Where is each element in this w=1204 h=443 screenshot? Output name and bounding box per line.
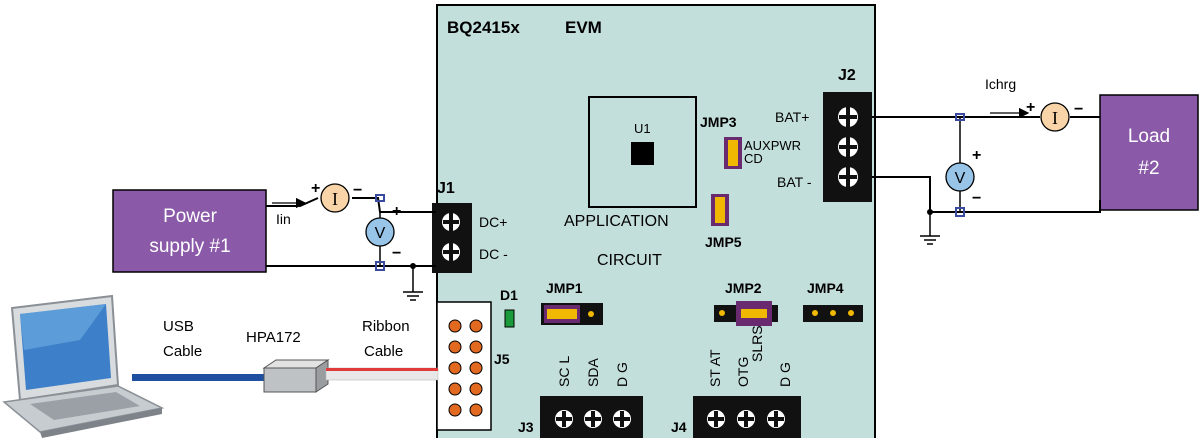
jmp2-label: JMP2: [725, 280, 762, 296]
jmp2-cap: [741, 309, 767, 318]
dc-plus-label: DC+: [479, 214, 507, 230]
hpa172-adapter: [262, 359, 330, 393]
ammeter-2-minus: −: [1074, 101, 1083, 118]
j4-pin-stat: ST AT: [707, 349, 723, 387]
voltmeter-2-plus: +: [972, 147, 981, 164]
ground-symbol-2: [920, 235, 940, 245]
j1-label: J1: [437, 180, 455, 197]
d1-led: [504, 309, 515, 328]
ammeter-2-symbol: I: [1052, 108, 1058, 128]
j4-label: J4: [671, 419, 687, 435]
probe-clip-2: [375, 194, 385, 202]
ribbon-label-2: Cable: [364, 343, 403, 360]
j4-screws: [707, 410, 785, 428]
probe-clip-4: [955, 207, 965, 217]
bat-minus-label: BAT -: [777, 174, 812, 190]
bat-minus-wire: [872, 176, 1101, 213]
load-line2: #2: [1138, 158, 1159, 179]
dc-plus-wire: [266, 197, 436, 213]
usb-label-1: USB: [163, 318, 194, 335]
j2-pin-3: [838, 167, 858, 187]
iin-label: Iin: [276, 211, 291, 227]
voltmeter-1-minus: −: [392, 245, 401, 262]
board-title: BQ2415x: [447, 18, 520, 37]
j2-pin-2: [838, 137, 858, 157]
dc-minus-label: DC -: [479, 246, 508, 262]
voltmeter-1-plus: +: [392, 203, 401, 220]
jmp4-label: JMP4: [807, 280, 844, 296]
j4-pin-dg: D G: [777, 362, 793, 387]
ammeter-2-plus: +: [1026, 99, 1035, 116]
hpa172-label: HPA172: [246, 329, 301, 346]
j3-pin-sda: SDA: [585, 358, 601, 387]
probe-clip-1: [375, 261, 385, 271]
bat-plus-label: BAT+: [775, 109, 809, 125]
evm-board: [436, 4, 876, 443]
usb-cable: [132, 374, 272, 381]
voltmeter-1: [365, 217, 395, 247]
application-label: APPLICATION: [564, 213, 669, 230]
u1-chip: [631, 142, 654, 165]
j3-label: J3: [518, 419, 534, 435]
ichrg-label: Ichrg: [985, 76, 1016, 92]
cd-label: CD: [744, 151, 763, 166]
j5-header: [436, 301, 492, 431]
probe-clip-3: [955, 113, 965, 121]
u1-label: U1: [634, 121, 651, 136]
ammeter-1-symbol: I: [332, 189, 338, 209]
j1-pin-2: [442, 243, 460, 261]
d1-label: D1: [500, 287, 518, 303]
ammeter-1: [320, 183, 350, 213]
ammeter-1-minus: −: [353, 182, 362, 199]
voltmeter-2-symbol: V: [955, 170, 966, 187]
load-box: [1099, 94, 1199, 211]
j5-label: J5: [494, 351, 510, 367]
j3-pin-scl: SC L: [556, 356, 572, 387]
power-supply-line2: supply #1: [149, 236, 230, 257]
j4-pin-slrs: SLRS: [749, 325, 765, 362]
ammeter-1-plus: +: [311, 180, 320, 197]
j2-label: J2: [838, 67, 856, 84]
j3-pin-dg: D G: [614, 362, 630, 387]
power-supply-box: [112, 189, 267, 273]
j3-screws: [555, 410, 631, 428]
voltmeter-2: [945, 162, 975, 192]
auxpwr-label: AUXPWR: [744, 138, 801, 153]
power-supply-line1: Power: [163, 206, 218, 227]
jmp3-cap: [728, 140, 738, 166]
j5-pins: [448, 319, 483, 417]
voltmeter-1-symbol: V: [375, 225, 386, 242]
jmp1-label: JMP1: [546, 280, 583, 296]
voltmeter-2-minus: −: [972, 190, 981, 207]
ammeter-2: [1040, 102, 1070, 132]
jmp1-cap: [547, 309, 577, 319]
ribbon-label-1: Ribbon: [362, 318, 410, 335]
load-line1: Load: [1128, 126, 1170, 147]
usb-label-2: Cable: [163, 343, 202, 360]
j1-pin-1: [442, 213, 460, 231]
jmp3-label: JMP3: [700, 114, 737, 130]
j2-pin-1: [838, 107, 858, 127]
jmp5-cap: [715, 197, 725, 223]
ground-symbol-1: [403, 291, 423, 301]
board-subtitle: EVM: [565, 18, 602, 37]
u1-box: [588, 96, 697, 208]
jmp5-label: JMP5: [705, 234, 742, 250]
circuit-label: CIRCUIT: [597, 252, 662, 269]
laptop-icon: [2, 294, 165, 438]
j4-pin-otg: OTG: [735, 357, 751, 387]
